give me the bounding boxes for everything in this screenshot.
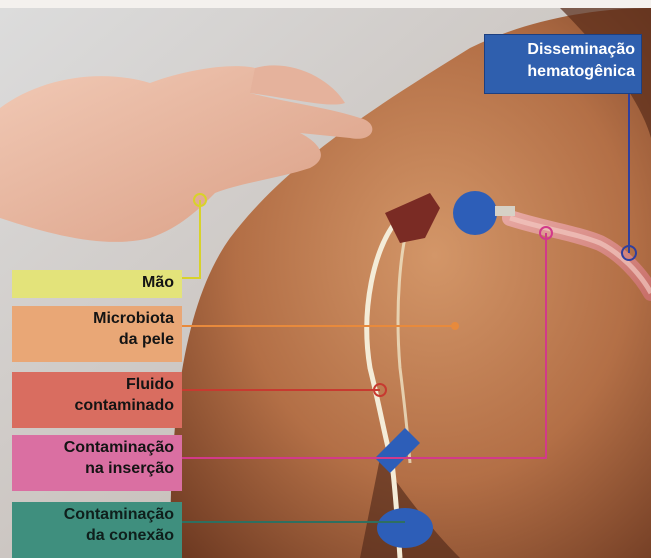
label-fluido-line2: contaminado <box>16 395 174 416</box>
label-conexao: Contaminação da conexão <box>12 502 182 558</box>
label-mao-text: Mão <box>16 272 174 293</box>
label-insercao: Contaminação na inserção <box>12 435 182 491</box>
marker-microbiota <box>451 322 459 330</box>
label-hematogenica-line1: Disseminação <box>491 39 635 61</box>
illustration-scene: Mão Microbiota da pele Fluido contaminad… <box>0 8 651 558</box>
catheter-hub-blue <box>453 191 497 235</box>
catheter-connector <box>495 206 515 216</box>
label-conexao-line2: da conexão <box>16 525 174 546</box>
label-microbiota-line2: da pele <box>16 329 174 350</box>
label-hematogenica: Disseminação hematogênica <box>484 34 642 94</box>
connection-clamp <box>377 508 433 548</box>
label-conexao-line1: Contaminação <box>16 504 174 525</box>
label-microbiota: Microbiota da pele <box>12 306 182 362</box>
label-microbiota-line1: Microbiota <box>16 308 174 329</box>
label-insercao-line2: na inserção <box>16 458 174 479</box>
label-mao: Mão <box>12 270 182 298</box>
label-fluido-line1: Fluido <box>16 374 174 395</box>
label-hematogenica-line2: hematogênica <box>491 61 635 83</box>
label-fluido: Fluido contaminado <box>12 372 182 428</box>
label-insercao-line1: Contaminação <box>16 437 174 458</box>
